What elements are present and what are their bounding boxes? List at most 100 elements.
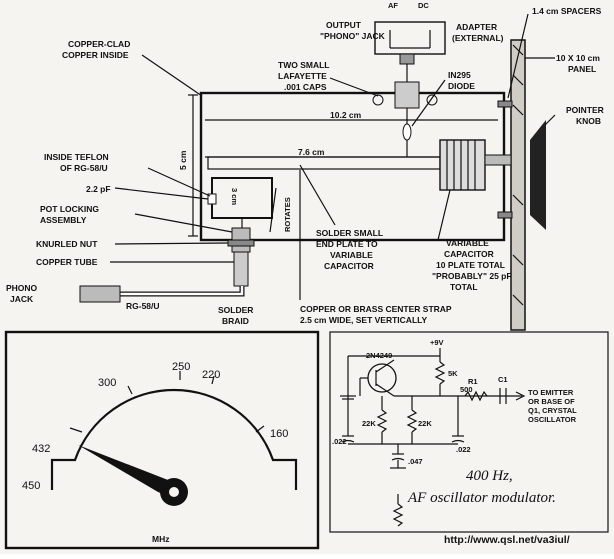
output-phono-jack [394,81,420,109]
c022-right-label: .022 [456,445,471,454]
phono-jack-plug [79,285,121,303]
pointer-knob-label-2: KNOB [576,116,601,126]
resistor-22k-right [406,409,418,433]
copper-clad-label-1: COPPER-CLAD [68,39,130,49]
source-url: http://www.qsl.net/va3iul/ [444,534,570,546]
dial-tick-160: 160 [270,428,288,440]
r500-label: 500 [460,385,473,394]
resistor-bottom [392,503,404,527]
copper-clad-label-2: COPPER INSIDE [62,50,129,60]
resistor-5k [434,361,446,385]
varcap-label-5: TOTAL [450,282,478,292]
strap-label-2: 2.5 cm WIDE, SET VERTICALLY [300,315,428,325]
spacer-top [497,100,513,108]
r5k-label: 5K [448,369,458,378]
pot-lock-label-2: ASSEMBLY [40,215,87,225]
teflon-label-2: OF RG-58/U [60,163,108,173]
c047-label: .047 [408,457,423,466]
c1-label: C1 [498,375,508,384]
cap-022-right [451,439,465,443]
solder-braid-label-2: BRAID [222,316,249,326]
cap-22-label: 2.2 pF [86,184,111,194]
variable-capacitor [439,139,512,191]
rg58-label: RG-58/U [126,301,160,311]
panel-label-1: 10 X 10 cm [556,53,600,63]
adapter-external [374,21,446,65]
cap-047 [391,457,405,461]
pot-locking-assembly [227,227,255,287]
adapter-label-1: ADAPTER [456,22,497,32]
dial-tick-220: 220 [202,369,220,381]
r22k-left-label: 22K [362,419,376,428]
phono-jack-label-1: PHONO [6,283,38,293]
front-panel [510,39,526,331]
cap-left [372,94,384,106]
r1-label: R1 [468,377,478,386]
pot-lock-label-1: POT LOCKING [40,204,99,214]
teflon-label-1: INSIDE TEFLON [44,152,109,162]
output-note-1: TO EMITTER [528,388,574,397]
solder-plate-label-4: CAPACITOR [324,261,374,271]
caps-label-1: TWO SMALL [278,60,329,70]
cavity-assembly [79,13,556,331]
pointer-knob-label-1: POINTER [566,105,604,115]
diode-label-2: DIODE [448,81,475,91]
af-label: AF [388,1,398,10]
dial-panel [4,330,320,550]
width-dimension: 10.2 cm [330,110,362,120]
dial-tick-250: 250 [172,361,190,373]
copper-clad-box [199,91,506,242]
varcap-label-3: 10 PLATE TOTAL [436,260,505,270]
varcap-label-1: VARIABLE [446,238,489,248]
c022-left-label: .022 [332,437,347,446]
output-note-4: OSCILLATOR [528,415,577,424]
resistor-22k-left [376,409,388,433]
output-jack-label-1: OUTPUT [326,20,362,30]
solder-plate-label-3: VARIABLE [330,250,373,260]
varcap-label-4: "PROBABLY" 25 pF [432,271,512,281]
spacers-label: 1.4 cm SPACERS [532,6,602,16]
adapter-label-2: (EXTERNAL) [452,33,504,43]
caps-label-3: .001 CAPS [284,82,327,92]
strap-label-1: COPPER OR BRASS CENTER STRAP [300,304,452,314]
output-jack-label-2: "PHONO" JACK [320,31,386,41]
output-note-2: OR BASE OF [528,397,575,406]
oscillator-schematic [329,331,609,533]
pointer-knob [530,120,546,230]
dc-label: DC [418,1,429,10]
height-dimension: 5 cm [178,150,188,170]
caption-line-2: AF oscillator modulator. [407,490,556,506]
knurled-nut-label: KNURLED NUT [36,239,98,249]
copper-tube-label: COPPER TUBE [36,257,98,267]
spacer-bottom [497,211,513,219]
solder-plate-label-1: SOLDER SMALL [316,228,383,238]
r22k-right-label: 22K [418,419,432,428]
rotates-label: ROTATES [283,197,292,232]
cap-022-left [341,439,355,443]
dial-pointer [78,445,178,500]
dial-tick-432: 432 [32,443,50,455]
cap-right [426,94,438,106]
transistor-label: 2N4249 [366,351,392,360]
diode-label-1: IN295 [448,70,471,80]
inner-dimension: 7.6 cm [298,147,325,157]
panel-label-2: PANEL [568,64,596,74]
coupling-loop [211,177,273,219]
dial-scale [50,388,298,490]
solder-plate-label-2: END PLATE TO [316,239,378,249]
phono-jack-label-2: JACK [10,294,34,304]
diode-in295 [402,123,412,141]
output-note-3: Q1, CRYSTAL [528,406,577,415]
dial-tick-450: 450 [22,480,40,492]
vcc-label: +9V [430,338,444,347]
center-strap [207,156,441,170]
dial-unit: MHz [152,534,169,544]
caps-label-2: LAFAYETTE [278,71,327,81]
caption-line-1: 400 Hz, [466,468,513,484]
varcap-label-2: CAPACITOR [444,249,494,259]
resistor-r1 [464,390,488,402]
solder-braid-label-1: SOLDER [218,305,253,315]
loop-dimension: 3 cm [230,188,239,205]
